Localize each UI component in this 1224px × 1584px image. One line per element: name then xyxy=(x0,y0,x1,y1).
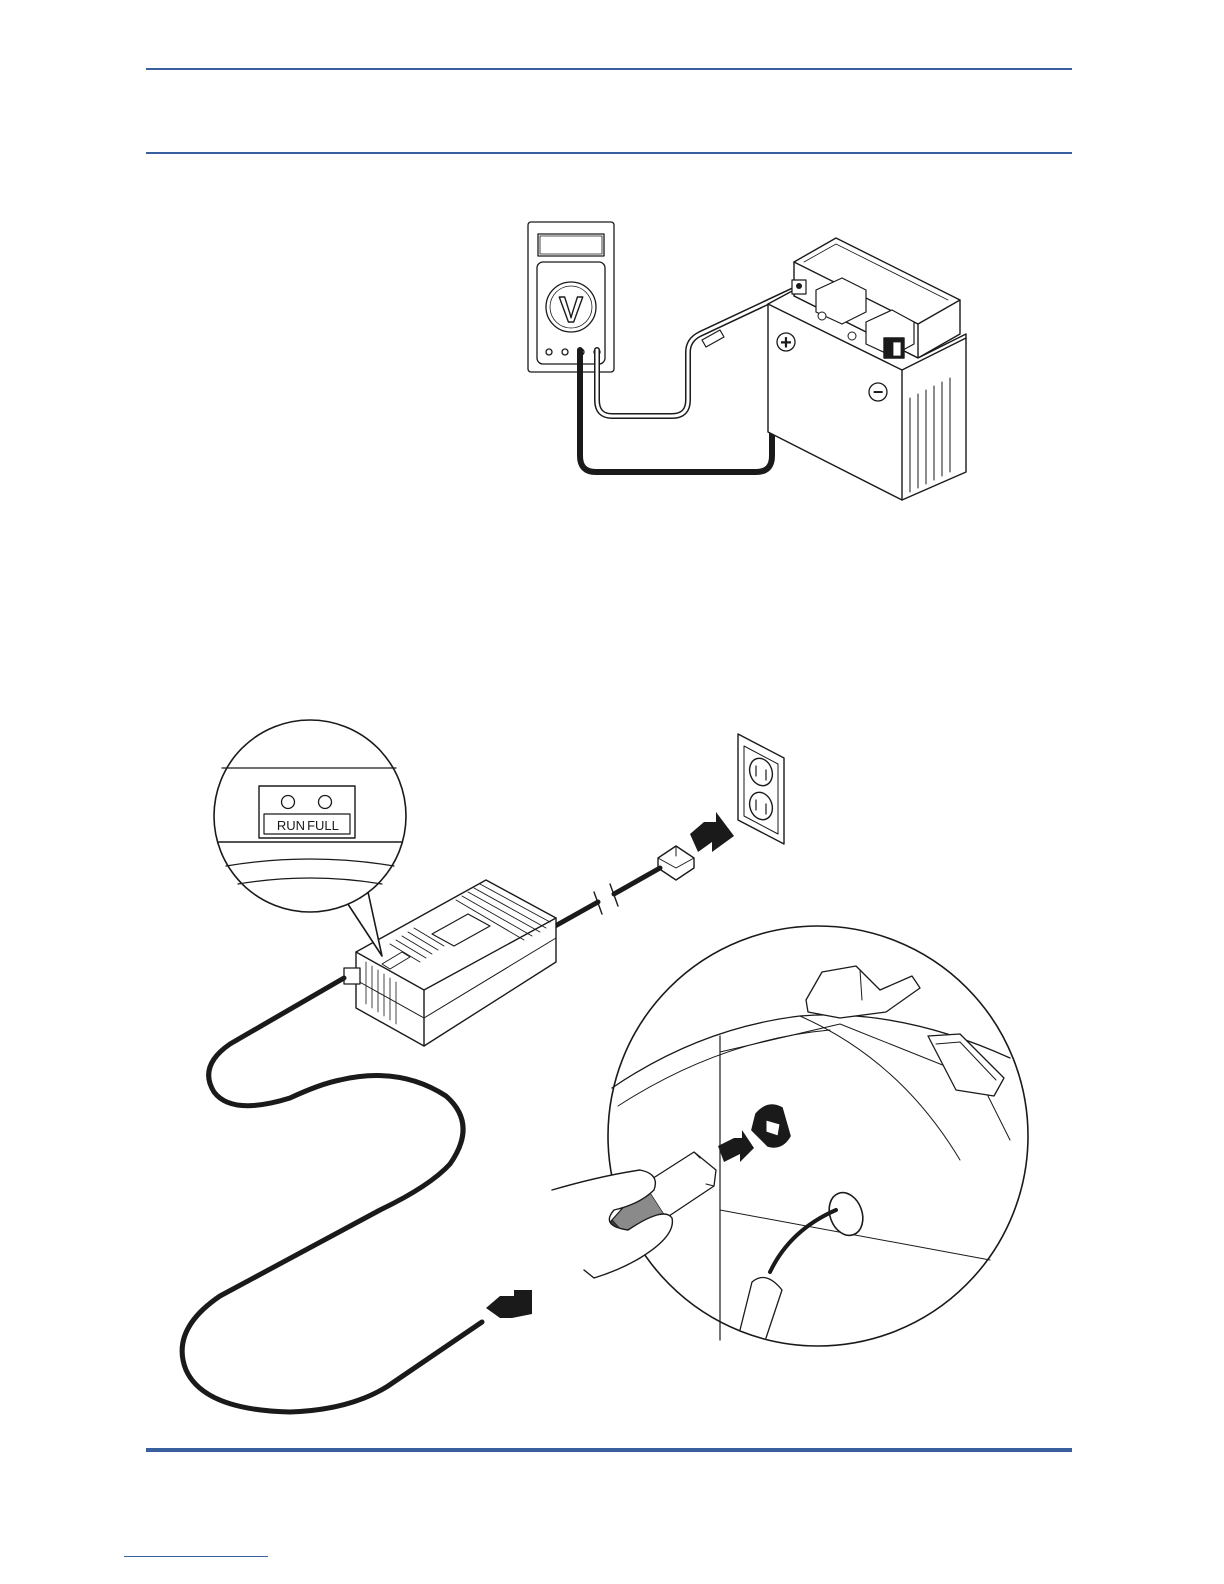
meter-letter: V xyxy=(559,289,583,330)
indicator-callout: RUN FULL xyxy=(214,720,406,956)
figure-voltage-test: V xyxy=(528,222,966,500)
charger-icon xyxy=(344,880,556,1046)
positive-symbol: + xyxy=(780,332,792,354)
battery-icon: + − xyxy=(768,238,966,500)
multimeter-icon: V xyxy=(528,222,614,372)
figure-charger-connection: RUN FULL xyxy=(182,720,1028,1412)
negative-symbol: − xyxy=(873,382,884,402)
wall-outlet-icon xyxy=(738,734,784,844)
charging-port-detail xyxy=(552,926,1028,1346)
dc-output-cable xyxy=(182,978,482,1412)
indicator-label-full: FULL xyxy=(307,818,339,833)
arrow-to-vehicle-icon xyxy=(486,1290,532,1318)
indicator-label-run: RUN xyxy=(277,818,305,833)
arrow-to-outlet-icon xyxy=(690,812,734,852)
ac-cord xyxy=(548,868,660,930)
ac-plug-icon xyxy=(658,846,694,880)
